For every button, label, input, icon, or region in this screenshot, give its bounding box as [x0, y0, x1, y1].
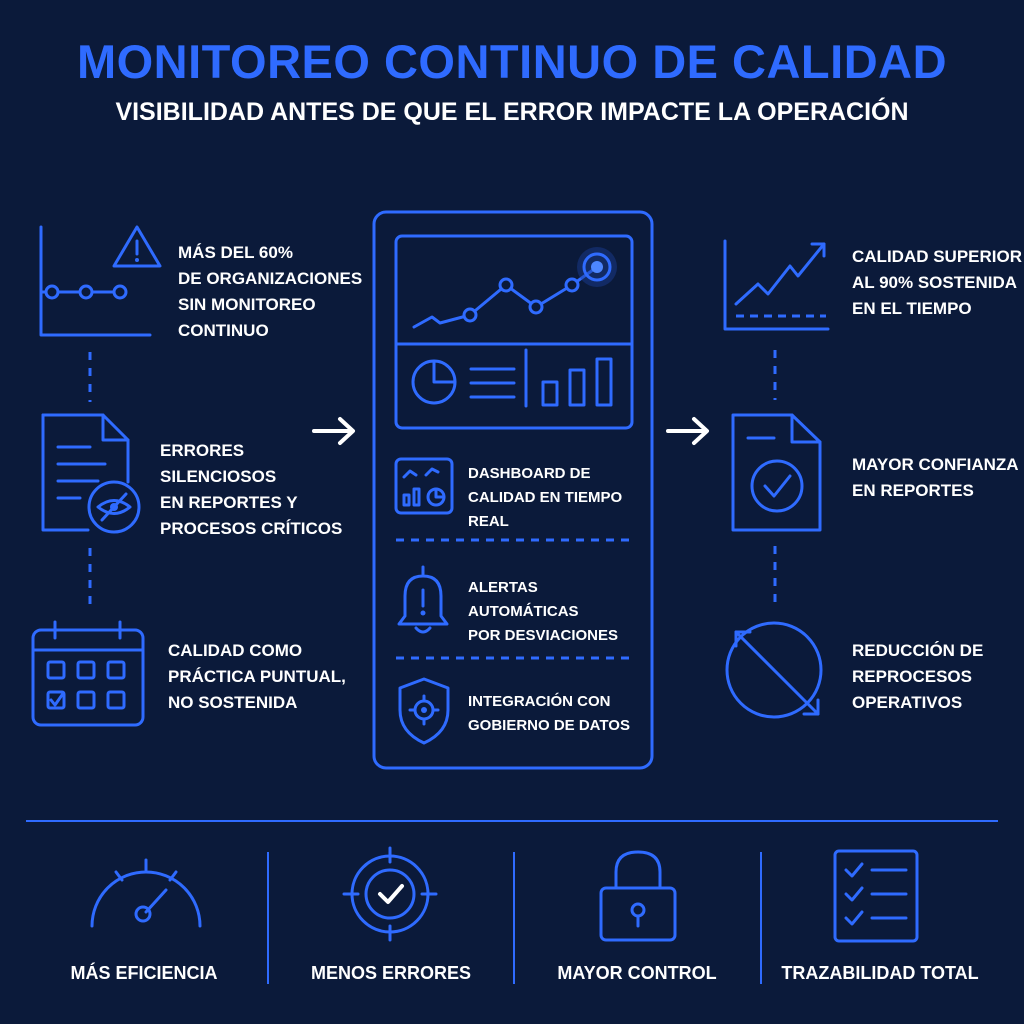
page-subtitle: VISIBILIDAD ANTES DE QUE EL ERROR IMPACT… — [115, 98, 909, 126]
solution-panel — [372, 210, 654, 770]
dashed-connector — [88, 352, 92, 402]
verified-document-icon — [731, 413, 822, 532]
result-1-line-2: AL 90% SOSTENIDA — [852, 273, 1018, 292]
dashed-connector — [773, 350, 777, 400]
problem-3-line-3: NO SOSTENIDA — [168, 693, 298, 712]
feature-2-line-2: POR DESVIACIONES — [468, 627, 619, 644]
dashed-connector — [88, 548, 92, 608]
result-3-line-3: OPERATIVOS — [852, 693, 963, 712]
feature-3-line-1: INTEGRACIÓN CON — [468, 693, 611, 710]
section-divider — [26, 820, 998, 822]
shield-gear-icon — [398, 677, 450, 745]
benefit-1-label: MÁS EFICIENCIA — [70, 963, 218, 983]
result-2-line-2: EN REPORTES — [852, 481, 974, 500]
benefit-3-label: MAYOR CONTROL — [557, 963, 717, 983]
benefit-divider — [760, 852, 762, 984]
problem-1-line-4: CONTINUO — [178, 321, 269, 340]
result-2-text: MAYOR CONFIANZA EN REPORTES — [852, 452, 1022, 504]
result-3-text: REDUCCIÓN DE REPROCESOS OPERATIVOS — [852, 638, 1022, 716]
rising-chart-icon — [723, 239, 830, 331]
no-rework-icon — [725, 621, 823, 719]
problem-1-text: MÁS DEL 60% DE ORGANIZACIONES SIN MONITO… — [178, 240, 368, 344]
feature-1-line-2: CALIDAD EN TIEMPO REAL — [468, 489, 623, 530]
benefit-divider — [513, 852, 515, 984]
result-1-line-3: EN EL TIEMPO — [852, 299, 972, 318]
feature-1-text: DASHBOARD DE CALIDAD EN TIEMPO REAL — [468, 462, 648, 534]
result-1-line-1: CALIDAD SUPERIOR — [852, 247, 1023, 266]
list-lines-icon — [469, 367, 516, 399]
feature-1-line-1: DASHBOARD DE — [468, 465, 591, 482]
warning-chart-icon — [39, 225, 162, 337]
problem-2-line-4: PROCESOS CRÍTICOS — [160, 519, 343, 538]
problem-2-line-2: SILENCIOSOS — [160, 467, 277, 486]
benefit-divider — [267, 852, 269, 984]
result-2-line-1: MAYOR CONFIANZA — [852, 455, 1019, 474]
result-1-text: CALIDAD SUPERIOR AL 90% SOSTENIDA EN EL … — [852, 244, 1022, 322]
speedometer-icon — [90, 858, 202, 928]
padlock-icon — [599, 850, 677, 942]
problem-3-line-1: CALIDAD COMO — [168, 641, 303, 660]
feature-3-line-2: GOBIERNO DE DATOS — [468, 717, 630, 734]
dashed-connector — [773, 546, 777, 604]
feature-2-line-1: ALERTAS AUTOMÁTICAS — [468, 579, 579, 620]
bar-chart-icon — [541, 357, 613, 407]
arrow-right-icon — [666, 417, 709, 445]
problem-1-line-3: SIN MONITOREO — [178, 295, 316, 314]
hidden-document-icon — [41, 413, 141, 534]
feature-2-text: ALERTAS AUTOMÁTICAS POR DESVIACIONES — [468, 576, 648, 648]
result-3-line-2: REPROCESOS — [852, 667, 972, 686]
problem-2-line-1: ERRORES — [160, 441, 245, 460]
pie-chart-icon — [411, 359, 457, 405]
problem-1-line-1: MÁS DEL 60% — [178, 243, 293, 262]
page-title: MONITOREO CONTINUO DE CALIDAD — [76, 35, 948, 88]
benefit-2-label: MENOS ERRORES — [310, 963, 472, 983]
target-check-icon — [342, 846, 438, 942]
result-3-line-1: REDUCCIÓN DE — [852, 641, 984, 660]
feature-3-text: INTEGRACIÓN CON GOBIERNO DE DATOS — [468, 690, 648, 738]
benefit-4-label: TRAZABILIDAD TOTAL — [781, 963, 979, 983]
problem-2-line-3: EN REPORTES Y — [160, 493, 298, 512]
calendar-icon — [31, 620, 145, 727]
problem-1-line-2: DE ORGANIZACIONES — [178, 269, 363, 288]
checklist-icon — [833, 849, 919, 943]
bell-alert-icon — [397, 565, 449, 634]
problem-2-text: ERRORES SILENCIOSOS EN REPORTES Y PROCES… — [160, 438, 360, 542]
problem-3-text: CALIDAD COMO PRÁCTICA PUNTUAL, NO SOSTEN… — [168, 638, 358, 716]
problem-3-line-2: PRÁCTICA PUNTUAL, — [168, 667, 346, 686]
dashboard-icon — [394, 457, 454, 515]
realtime-line-chart — [412, 247, 617, 329]
arrow-right-icon — [312, 417, 355, 445]
